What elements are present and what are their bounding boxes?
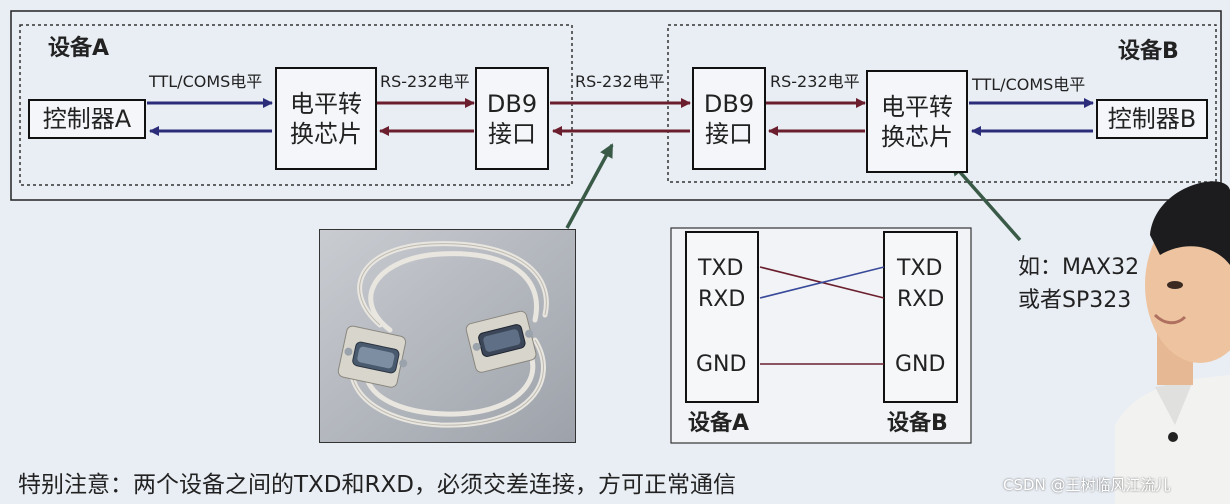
outer-frame	[11, 11, 1221, 200]
db9-a-line1: DB9	[487, 89, 537, 119]
serial-cable-photo	[319, 229, 576, 443]
right-pin-txd: TXD	[897, 256, 942, 281]
db9-a-line2: 接口	[488, 119, 536, 149]
controller-b-label: 控制器B	[1108, 104, 1196, 134]
db9-a-box: DB9 接口	[475, 67, 549, 170]
right-pin-gnd: GND	[895, 352, 945, 377]
converter-a-line1: 电平转	[290, 89, 362, 119]
presenter-drawing	[1115, 175, 1230, 504]
cable-pointer-arrow	[567, 145, 612, 228]
left-pin-rxd: RXD	[698, 287, 745, 312]
controller-a-box: 控制器A	[28, 99, 146, 139]
b-rs232-label: RS-232电平	[770, 74, 860, 90]
db9-b-box: DB9 接口	[692, 67, 766, 170]
crossover-device-a-label: 设备A	[688, 413, 749, 435]
crossover-device-b-label: 设备B	[887, 413, 948, 435]
left-pin-txd: TXD	[698, 256, 743, 281]
converter-b-box: 电平转 换芯片	[866, 70, 968, 173]
presenter-figure	[1115, 175, 1230, 504]
footer-note: 特别注意：两个设备之间的TXD和RXD，必须交差连接，方可正常通信	[18, 474, 736, 497]
controller-b-box: 控制器B	[1096, 99, 1208, 139]
right-pin-rxd: RXD	[897, 287, 944, 312]
serial-cable-drawing	[320, 230, 576, 443]
csdn-watermark: CSDN @王树临风江流儿	[1003, 478, 1171, 493]
converter-a-box: 电平转 换芯片	[275, 67, 377, 170]
db9-b-line1: DB9	[704, 89, 754, 119]
a-ttl-label: TTL/COMS电平	[149, 74, 262, 90]
converter-b-line1: 电平转	[881, 92, 953, 122]
controller-a-label: 控制器A	[43, 104, 131, 134]
converter-b-line2: 换芯片	[881, 122, 953, 152]
device-b-label: 设备B	[1118, 41, 1179, 63]
a-rs232-label: RS-232电平	[380, 74, 470, 90]
db9-b-line2: 接口	[705, 119, 753, 149]
converter-a-line2: 换芯片	[290, 119, 362, 149]
cable-rs232-label: RS-232电平	[575, 74, 665, 90]
b-ttl-label: TTL/COMS电平	[972, 77, 1085, 93]
device-a-label: 设备A	[48, 38, 109, 60]
left-pin-gnd: GND	[696, 352, 746, 377]
